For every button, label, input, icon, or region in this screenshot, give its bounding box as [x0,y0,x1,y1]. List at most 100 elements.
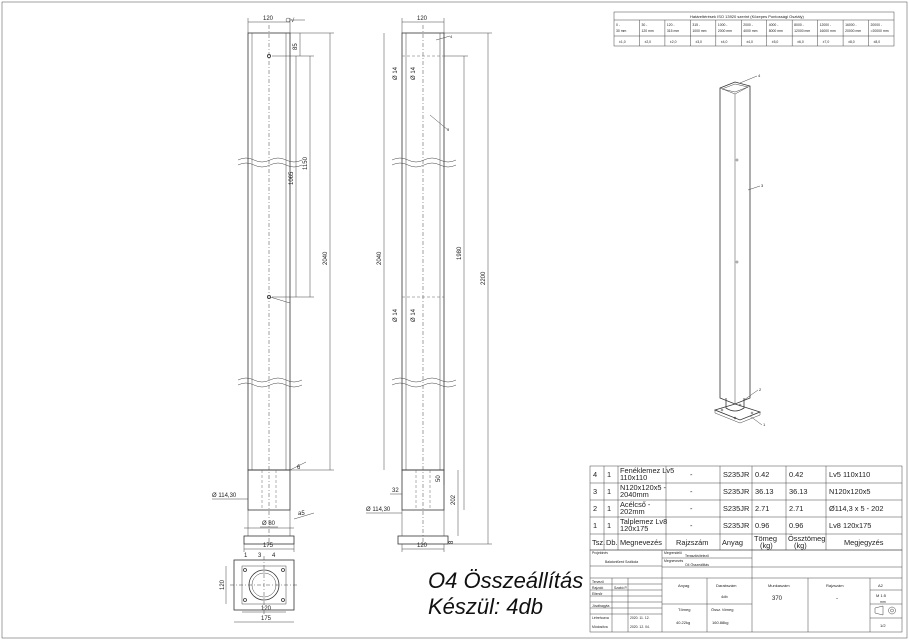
tolerance-range-end: 30 mm [616,29,627,33]
isometric-view: 4 3 2 1 [713,73,766,427]
bom-cell: Talplemez Lv8 [620,517,667,526]
tb-modified-label: Módosítva [592,625,608,629]
bom-cell: 0.42 [755,470,769,479]
side-dim-sleeve-height: 202 [451,494,457,505]
tolerance-range-end: 16000 mm [820,29,836,33]
tb-created: 2020. 11. 12. [630,616,650,620]
side-dim-top-width: 120 [417,16,428,22]
side-dim-tube-dia: Ø 114,30 [366,507,391,513]
plan-dim-width: 120 [261,606,272,612]
tolerance-value: ±5,0 [772,40,779,44]
iso-balloon-4: 4 [758,73,761,78]
front-dim-top-offset: 85 [293,43,299,50]
bom-cell: 4 [593,470,597,479]
plan-balloon-4: 4 [272,553,276,559]
side-dim-total: 2200 [481,271,487,285]
bom-cell: 1 [593,521,597,530]
bom-cell: S235JR [723,504,749,513]
bom-cell: S235JR [723,487,749,496]
bom-cell: 202mm [620,507,645,516]
tolerance-range-end: 120 mm [641,29,653,33]
bom-cell: 0.42 [789,470,803,479]
tolerance-range: 8000 - [794,23,804,27]
side-dim-sleeve-top: 50 [436,475,442,482]
front-dim-mid: 1065 [289,171,295,185]
bom-header: Rajzszám [676,538,708,547]
tolerance-range: 20000 - [871,23,883,27]
bom-cell: Lv5 110x110 [829,470,870,479]
bom-cell: N120x120x5 [829,487,871,496]
bom-header: Tsz. [592,538,605,547]
bom-cell: - [690,470,693,479]
plan-balloon-3: 3 [258,553,262,559]
side-balloon-4: 4 [450,34,453,39]
bom-header: Megnevezés [620,538,662,547]
bom-cell: 1 [607,504,611,513]
tb-qty-label: Anyag [678,583,689,588]
bom-header: Db. [606,538,618,547]
tolerance-range: 0 - [616,23,620,27]
tolerance-value: ±2,0 [644,40,651,44]
front-weld-symbol-2: a5 [298,511,305,517]
tb-qty-pieces-label: Darabszám [716,583,737,588]
front-dim-top-width: 120 [263,16,274,22]
bom-cell: N120x120x5 - [620,483,667,492]
bom-header: (kg) [794,541,807,550]
tolerance-table: Határeltérések ISO 13920 szerint (Közepe… [613,11,895,47]
front-dim-overall: 2040 [323,251,329,265]
front-base-plate [243,535,295,545]
bom-cell: - [690,487,693,496]
tolerance-range-end: >20000 mm [871,29,889,33]
plan-dim-side: 120 [220,579,226,590]
tolerance-range: 315 - [692,23,700,27]
side-balloon-3: 3 [447,127,450,132]
tb-project: Balatonfüred Szálloda [605,560,638,564]
tolerance-value: ±7,0 [823,40,830,44]
bom-cell: Lv8 120x175 [829,521,871,530]
front-dim-tube-dia: Ø 114,30 [212,493,237,499]
tb-name-label: Megnevezés [664,559,684,563]
tb-sheet-size: A2 [878,583,884,588]
tb-drawn-label: Rajzoló [592,586,603,590]
tb-scale: M 1:5 [876,593,887,598]
bom-header: Tömeg [754,534,777,543]
tolerance-range-end: 20000 mm [845,29,861,33]
tolerance-range-end: 1000 mm [692,29,706,33]
tolerance-value: ±1,0 [619,40,626,44]
headline-assembly: O4 Összeállítás [428,568,583,593]
iso-sleeve [725,398,745,412]
iso-balloon-3: 3 [761,183,764,188]
bom-cell: 110x110 [620,473,647,482]
tb-checked-label: Ellenőr [592,592,603,596]
plan-balloon-1: 1 [244,553,248,559]
projection-symbol [874,605,896,616]
side-dim-hole-bottom-2: Ø 14 [411,308,417,322]
tb-job-label: Munkaszám [768,583,790,588]
side-base-plate [397,535,449,545]
front-dim-hole-spacing: 1150 [303,156,309,170]
tolerance-title: Határeltérések ISO 13920 szerint (Közepe… [690,14,805,19]
tolerance-value: ±4,0 [746,40,753,44]
bom-cell: 1 [607,470,611,479]
bom-cell: Ø114,3 x 5 - 202 [829,504,884,513]
front-view: 120 √ 85 1150 1065 2040 6 a5 Ø 114,30 Ø … [212,16,334,552]
tolerance-range-end: 2000 mm [718,29,732,33]
surface-finish-symbol: √ [291,17,295,24]
tb-name: O4 Összeállítás [685,563,709,567]
side-dim-hole-bottom-1: Ø 14 [393,308,399,322]
side-view: 120 4 3 Ø 14 Ø 14 Ø 14 Ø 14 2040 1980 22… [366,16,492,552]
tolerance-range-end: 8000 mm [769,29,783,33]
tolerance-range: 2000 - [743,23,753,27]
plan-view: 1 3 4 120 120 175 [220,553,298,623]
front-dim-plate-width: 175 [263,543,274,549]
bom-cell: S235JR [723,470,749,479]
tolerance-value: ±6,0 [797,40,804,44]
iso-post [719,81,751,405]
bom-cell: 2.71 [755,504,769,513]
tb-total-mass-label: Össz. tömeg [711,607,733,612]
tolerance-value: ±2,0 [670,40,677,44]
tolerance-value: ±4,0 [721,40,728,44]
side-sleeve [401,469,445,511]
tolerance-range: 30 - [641,23,647,27]
